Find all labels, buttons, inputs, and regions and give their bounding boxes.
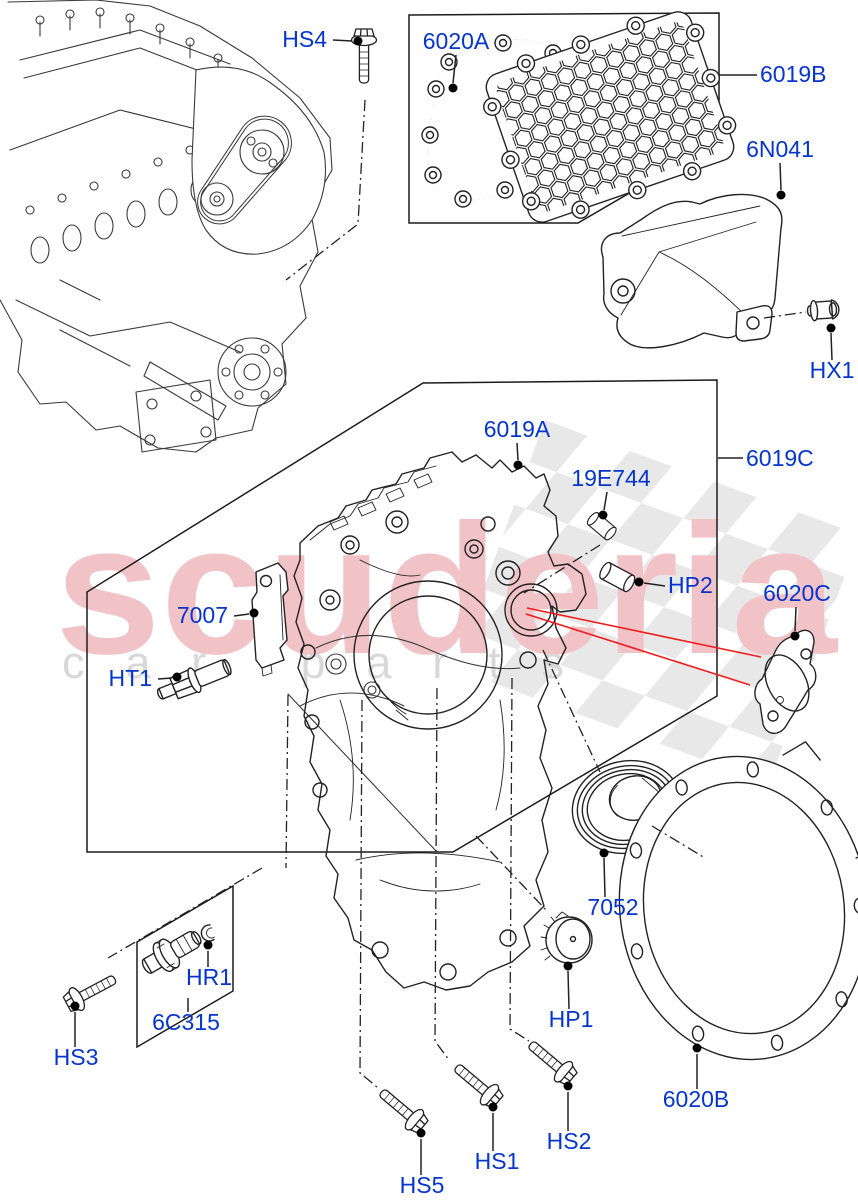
part-label-HS3[interactable]: HS3 (54, 1044, 99, 1070)
leader-dot-6019A (513, 460, 523, 470)
part-label-HS4[interactable]: HS4 (282, 26, 327, 52)
part-label-6019C[interactable]: 6019C (746, 445, 814, 471)
bolt-HS3 (60, 967, 122, 1016)
leader-dot-7007 (249, 608, 259, 618)
leader-dot-6N041 (776, 190, 786, 200)
part-HR1-oring (200, 924, 215, 942)
part-label-HX1[interactable]: HX1 (810, 357, 855, 383)
engine-assembly-illustration (0, 0, 521, 853)
leader-dot-HP2 (634, 577, 644, 587)
bolt-HS2 (521, 1033, 581, 1090)
leader-dot-HX1 (826, 323, 836, 333)
leader-dot-HS2 (563, 1081, 573, 1091)
part-label-HP2[interactable]: HP2 (668, 572, 713, 598)
leader-dot-6020B (692, 1043, 702, 1053)
bolt-HS5 (372, 1081, 432, 1138)
part-label-HT1[interactable]: HT1 (109, 665, 152, 691)
box-crank-sensor (136, 884, 234, 1049)
part-label-6020A[interactable]: 6020A (423, 28, 490, 54)
part-6020B-gasket (618, 741, 858, 1061)
part-6N041-cover (600, 193, 783, 349)
leader-dot-19E744 (598, 510, 608, 520)
part-HP1-plug (540, 911, 593, 964)
bolt-HS1 (447, 1056, 507, 1113)
part-label-HS1[interactable]: HS1 (475, 1148, 520, 1174)
leader-dot-7052 (599, 848, 609, 858)
part-label-7007[interactable]: 7007 (177, 602, 228, 628)
engine-mount-bracket (135, 361, 227, 453)
part-6020C-gasket (754, 629, 817, 734)
part-label-HS5[interactable]: HS5 (400, 1172, 445, 1198)
bolt-HS4 (350, 28, 378, 84)
leader-dot-HS4 (353, 36, 363, 46)
leader-lines (70, 36, 836, 1175)
part-label-6019A[interactable]: 6019A (484, 416, 551, 442)
leader-dot-HS1 (488, 1102, 498, 1112)
leader-dot-HS5 (416, 1128, 426, 1138)
part-label-6020B[interactable]: 6020B (663, 1086, 730, 1112)
crank-hub (217, 337, 287, 407)
axis-lines (107, 99, 807, 1088)
watermark: scuderia car parts (55, 419, 858, 784)
part-label-19E744[interactable]: 19E744 (571, 465, 651, 491)
leader-dot-6020C (790, 631, 800, 641)
watermark-brand-text: scuderia (55, 487, 839, 693)
part-6019A-timing-cover (293, 451, 587, 991)
leader-dot-HR1 (203, 940, 213, 950)
engine-top-studs (35, 7, 223, 75)
part-label-HS2[interactable]: HS2 (547, 1128, 592, 1154)
part-label-7052[interactable]: 7052 (587, 894, 638, 920)
timing-chain-case (191, 66, 327, 255)
part-HX1-plug (806, 299, 840, 322)
part-label-6019B[interactable]: 6019B (760, 61, 827, 87)
red-callout-lines (525, 607, 762, 686)
part-label-6C315[interactable]: 6C315 (152, 1009, 220, 1035)
part-7007-bracket (251, 562, 289, 677)
part-label-HR1[interactable]: HR1 (186, 964, 232, 990)
part-label-6N041[interactable]: 6N041 (746, 136, 814, 162)
leader-dot-6020A (448, 83, 458, 93)
part-label-HP1[interactable]: HP1 (549, 1006, 594, 1032)
leader-dot-HP1 (563, 961, 573, 971)
leader-dot-HS3 (70, 1001, 80, 1011)
part-label-6020C[interactable]: 6020C (763, 580, 831, 606)
box-timing-cover (86, 379, 718, 853)
part-6C315-sensor (141, 930, 202, 974)
leader-dot-HT1 (172, 672, 182, 682)
